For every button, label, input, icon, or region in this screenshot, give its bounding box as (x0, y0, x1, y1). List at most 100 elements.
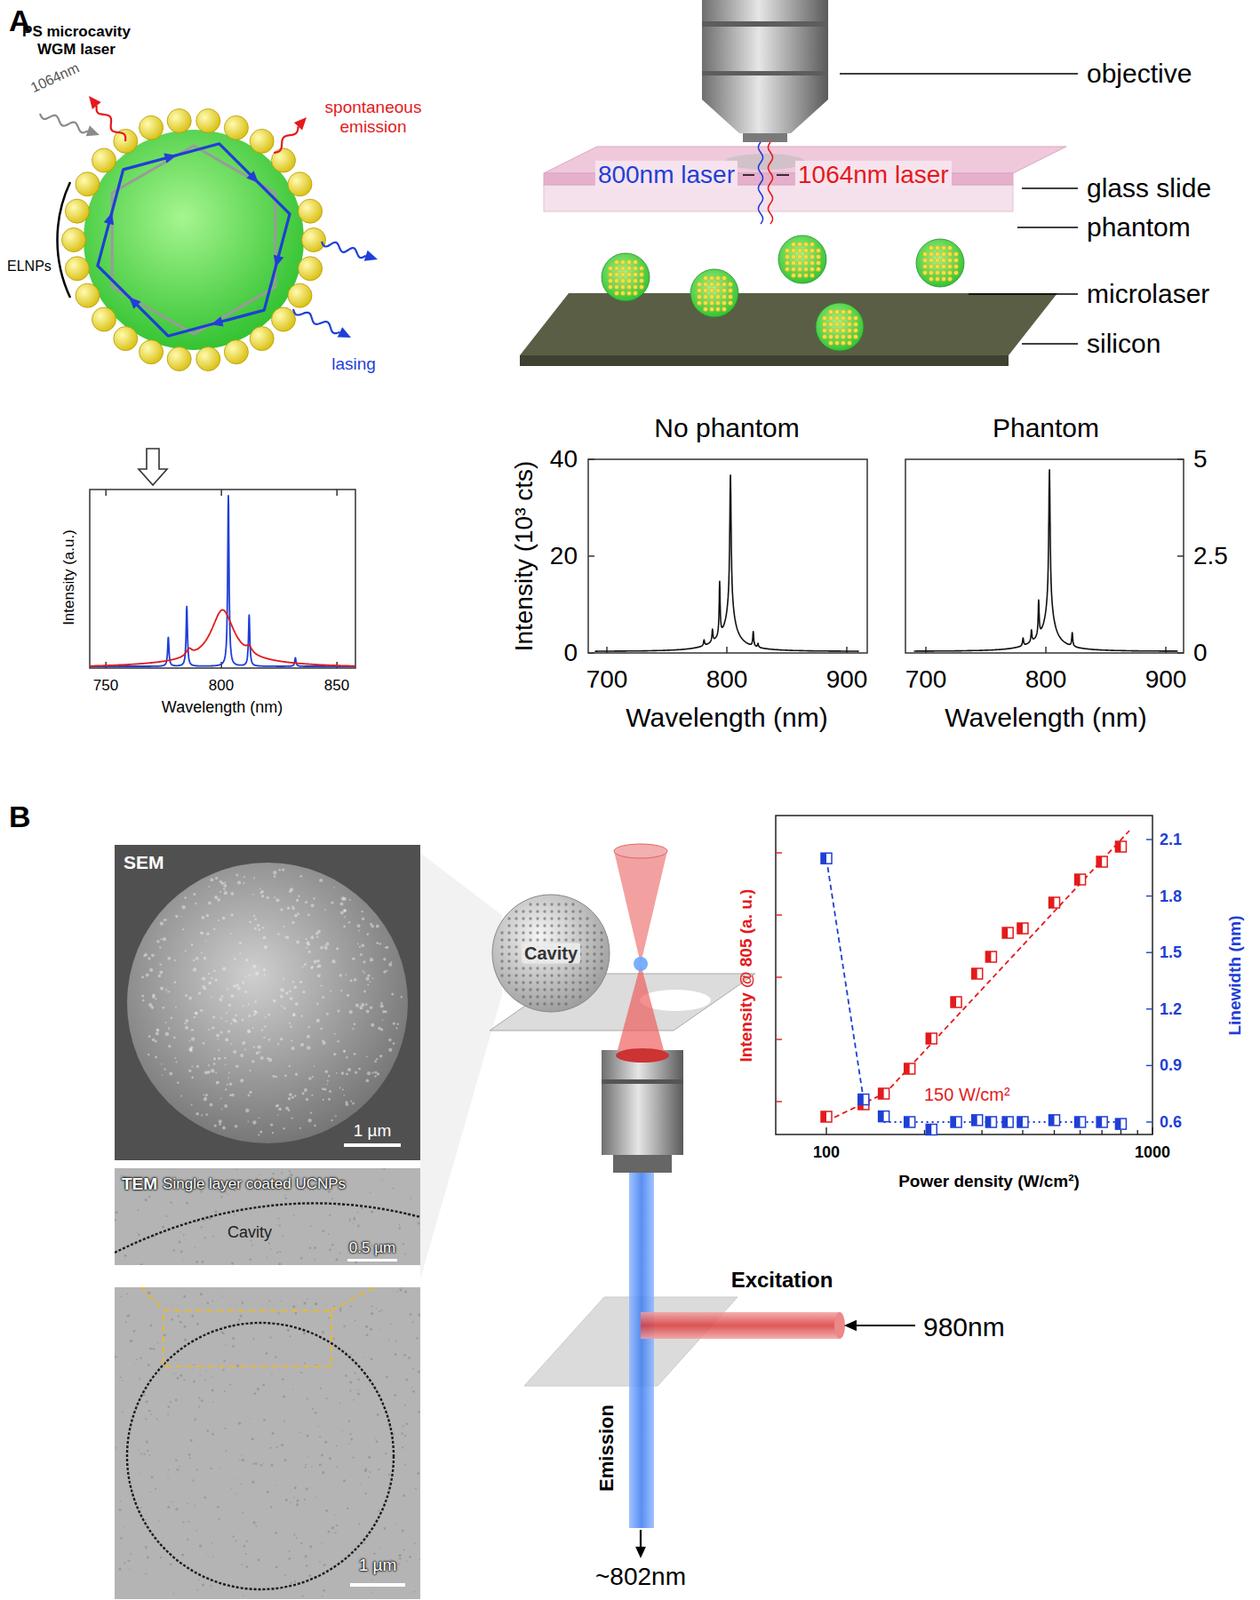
arrow-head (635, 1547, 646, 1559)
emission-arrow-head (294, 117, 307, 131)
surface-speck (292, 1014, 296, 1018)
nanoparticle-bead (953, 263, 958, 269)
image-noise (305, 1564, 308, 1567)
spectrum-curve (914, 470, 1179, 652)
surface-speck (141, 975, 144, 979)
surface-speck (194, 1012, 199, 1016)
surface-speck (299, 980, 303, 984)
image-noise (303, 1363, 306, 1365)
image-noise (231, 1488, 232, 1490)
surface-speck (151, 953, 155, 957)
nanoparticle-bead (196, 347, 221, 372)
surface-speck (205, 1093, 208, 1097)
nanoparticle-dot (585, 973, 589, 977)
surface-speck (245, 958, 248, 962)
nanoparticle-dot (521, 966, 525, 970)
surface-speck (263, 936, 267, 941)
image-noise (394, 1523, 396, 1525)
nanoparticle-dot (507, 966, 511, 970)
silicon-substrate (519, 293, 1058, 356)
surface-speck (337, 1010, 341, 1013)
surface-speck (214, 895, 218, 900)
nanoparticle-bead (934, 263, 940, 269)
image-noise (357, 1212, 359, 1214)
surface-speck (308, 950, 312, 954)
surface-speck (263, 1025, 267, 1029)
image-noise (232, 1536, 235, 1539)
image-noise (283, 1420, 286, 1423)
nanoparticle-dot (564, 917, 567, 920)
image-noise (210, 1585, 213, 1587)
image-noise (170, 1201, 173, 1204)
image-noise (327, 1531, 331, 1534)
nanoparticle-bead (721, 300, 726, 305)
surface-speck (342, 925, 346, 929)
image-noise (179, 1231, 182, 1234)
nanoparticle-bead (846, 309, 852, 314)
nanoparticle-bead (947, 276, 952, 281)
tick-mark (588, 555, 595, 558)
nanoparticle-dot (528, 909, 532, 913)
nanoparticle-bead (727, 300, 733, 305)
image-noise (323, 1563, 327, 1567)
nanoparticle-bead (840, 327, 846, 333)
nanoparticle-bead (922, 251, 927, 256)
data-point (972, 1115, 978, 1126)
surface-speck (261, 890, 264, 894)
surface-speck (322, 1041, 327, 1045)
surface-speck (279, 988, 282, 990)
surface-speck (162, 1006, 166, 1010)
nanoparticle-dot (585, 966, 589, 970)
nanoparticle-dot (514, 938, 518, 942)
image-noise (334, 1531, 337, 1534)
surface-speck (395, 1027, 398, 1029)
surface-speck (215, 1081, 220, 1085)
nanoparticle-bead (815, 260, 821, 265)
zoom-line (141, 1287, 164, 1311)
image-noise (215, 1211, 218, 1214)
image-noise (218, 1518, 221, 1521)
image-noise (369, 1192, 371, 1194)
image-noise (410, 1197, 413, 1200)
surface-speck (260, 1056, 264, 1061)
image-noise (246, 1540, 248, 1543)
tick-mark (1146, 1065, 1153, 1067)
image-noise (321, 1471, 325, 1475)
image-noise (199, 1292, 203, 1296)
tick-label: 2.1 (1159, 830, 1182, 850)
surface-speck (227, 1077, 230, 1080)
image-noise (407, 1356, 411, 1360)
nanoparticle-bead (809, 260, 814, 265)
image-noise (304, 1467, 307, 1469)
image-noise (282, 1235, 285, 1237)
surface-speck (159, 946, 161, 949)
surface-speck (359, 953, 363, 957)
surface-speck (365, 1003, 368, 1006)
image-noise (129, 1339, 133, 1343)
data-point (925, 1124, 937, 1135)
nanoparticle-dot (557, 909, 560, 913)
surface-speck (380, 1004, 384, 1008)
tick-mark (1146, 1008, 1153, 1010)
image-noise (374, 1438, 376, 1440)
surface-speck (245, 1108, 249, 1113)
nanoparticle-dot (507, 952, 511, 956)
nanoparticle-bead (727, 294, 733, 299)
nanoparticle-bead (803, 241, 808, 247)
image-noise (128, 1560, 131, 1563)
image-noise (183, 1234, 185, 1237)
laser-beam (758, 142, 764, 224)
image-noise (173, 1594, 176, 1596)
nanoparticle-dot (585, 980, 589, 984)
surface-speck (184, 1019, 189, 1023)
nanoparticle-bead (846, 334, 852, 339)
objective-body (701, 99, 829, 134)
nanoparticle-dot (542, 931, 546, 934)
nanoparticle-bead (803, 254, 808, 259)
objective-lens (615, 1048, 670, 1063)
image-noise (321, 1542, 323, 1544)
nanoparticle-dot (599, 938, 603, 942)
tick-mark (606, 646, 608, 654)
surface-speck (284, 1074, 288, 1077)
image-noise (193, 1247, 196, 1250)
